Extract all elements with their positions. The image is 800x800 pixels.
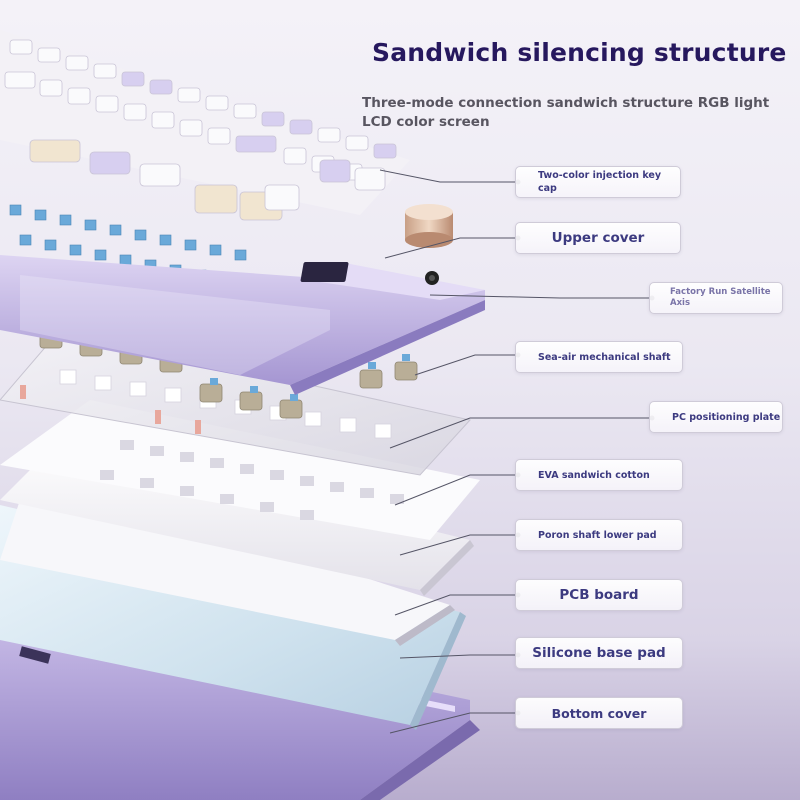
leader-line-silicone-pad <box>399 654 518 659</box>
leader-line-key-cap <box>379 169 518 183</box>
keycaps-layer <box>0 30 410 221</box>
label-satellite-axis: Factory Run Satellite Axis <box>649 282 783 314</box>
leader-line-bottom-cover <box>389 712 518 734</box>
eva-cotton-layer <box>0 400 480 540</box>
label-mechanical-shaft: Sea-air mechanical shaft <box>515 341 683 373</box>
label-bottom-cover: Bottom cover <box>515 697 683 729</box>
leader-line-satellite-axis <box>429 294 652 299</box>
leader-line-mechanical-shaft <box>414 354 518 376</box>
leader-line-lower-pad <box>399 534 518 556</box>
leader-dots <box>515 179 655 716</box>
label-pcb-board: PCB board <box>515 579 683 611</box>
upper-cover-layer <box>0 255 485 395</box>
label-key-cap: Two-color injection key cap <box>515 166 681 198</box>
leader-line-positioning-plate <box>389 417 652 449</box>
label-silicone-pad: Silicone base pad <box>515 637 683 669</box>
page-title: Sandwich silencing structure <box>372 38 787 67</box>
leader-lines <box>379 169 652 734</box>
pc-positioning-plate-layer <box>0 329 471 476</box>
leader-line-upper-cover <box>384 237 518 259</box>
label-positioning-plate: PC positioning plate <box>649 401 783 433</box>
label-upper-cover: Upper cover <box>515 222 681 254</box>
volume-knob <box>405 204 453 248</box>
leader-line-pcb-board <box>394 594 518 616</box>
page-subtitle: Three-mode connection sandwich structure… <box>362 95 770 130</box>
label-eva-cotton: EVA sandwich cotton <box>515 459 683 491</box>
leader-line-eva-cotton <box>394 474 518 506</box>
label-lower-pad: Poron shaft lower pad <box>515 519 683 551</box>
